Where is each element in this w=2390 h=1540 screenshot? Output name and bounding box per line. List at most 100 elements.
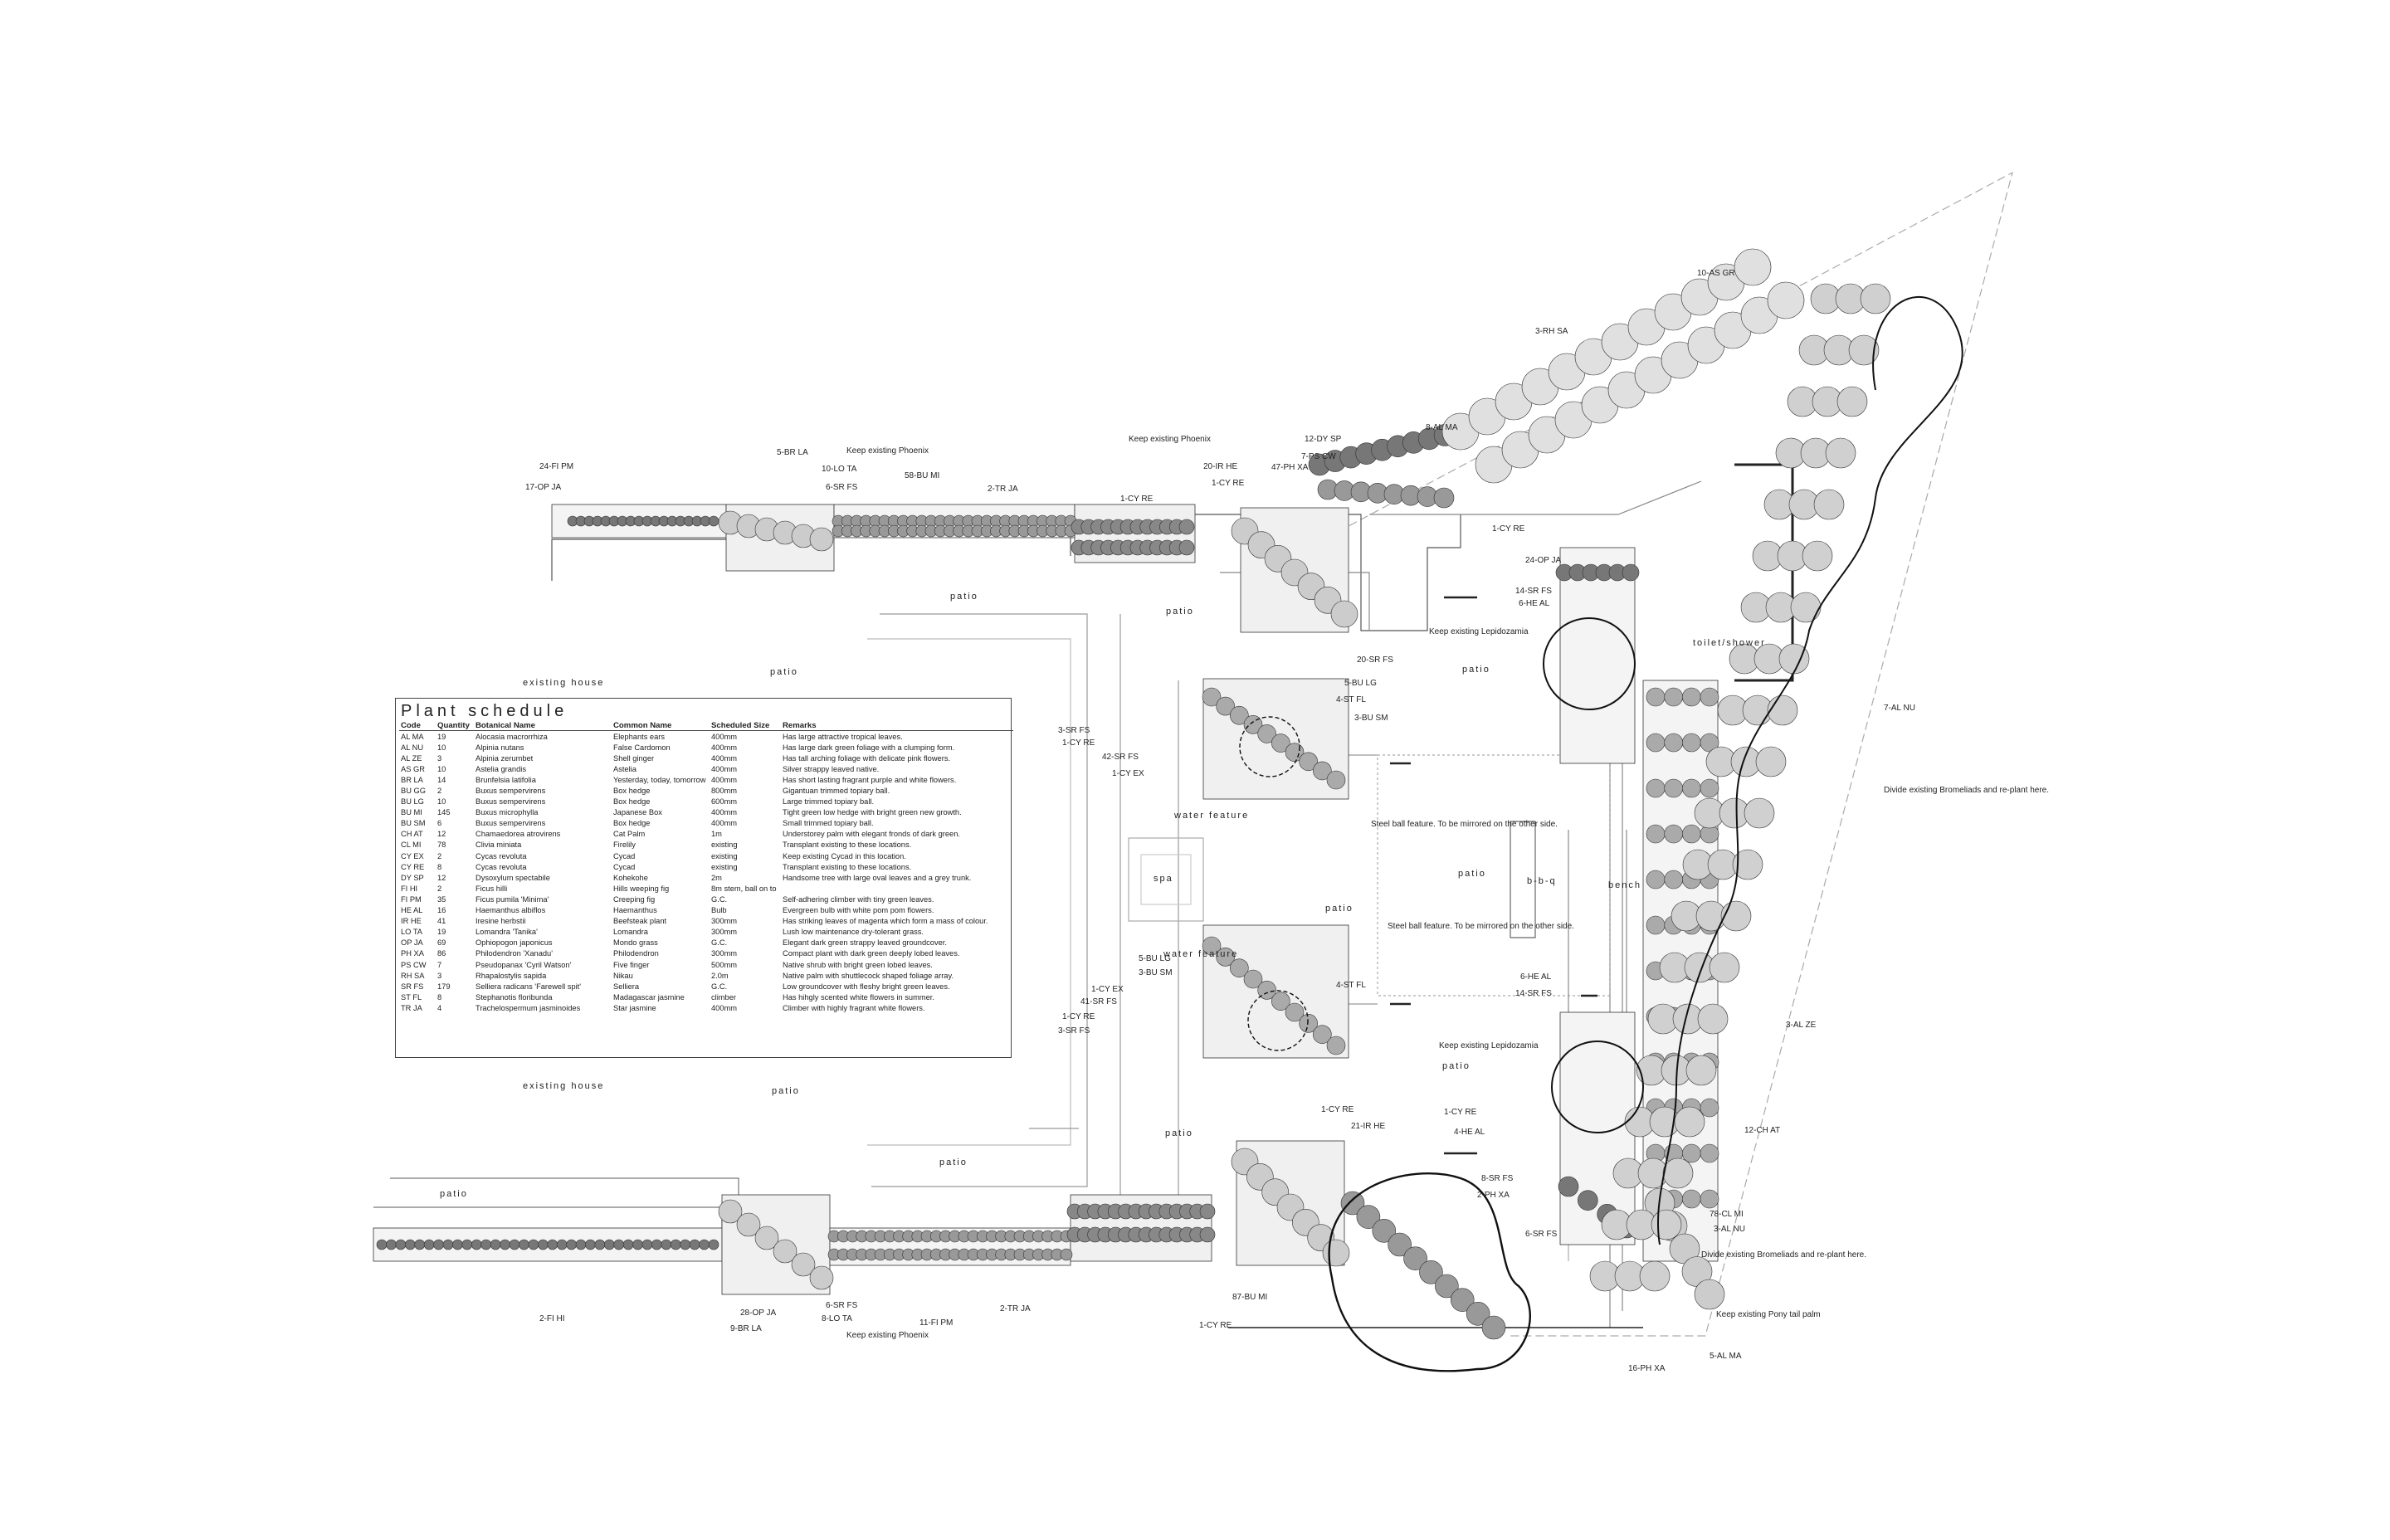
plant-symbol (718, 1199, 743, 1224)
schedule-cell: Firelily (613, 841, 636, 850)
plant-label: 1-CY RE (1120, 495, 1154, 504)
plant-symbol (1285, 1002, 1305, 1022)
plant-label: 8-AL MA (1426, 423, 1458, 432)
plant-label: 3-RH SA (1535, 327, 1568, 336)
schedule-cell: Ficus hilli (476, 884, 508, 893)
schedule-cell: Transplant existing to these locations. (783, 841, 912, 850)
schedule-cell: 179 (437, 982, 451, 991)
plant-symbol (1243, 715, 1263, 734)
schedule-cell: 10 (437, 743, 446, 752)
zone-label: patio (770, 667, 798, 677)
schedule-cell: CL MI (401, 841, 422, 850)
schedule-cell: 35 (437, 894, 446, 904)
zone-label: patio (1442, 1061, 1471, 1071)
plant-symbol (1700, 1143, 1719, 1163)
schedule-cell: 41 (437, 917, 446, 926)
plant-symbol (1682, 1189, 1701, 1209)
plant-symbol (1330, 600, 1358, 628)
zone-label: water feature (1163, 949, 1238, 959)
schedule-cell: Ficus pumila 'Minima' (476, 894, 549, 904)
schedule-cell: PS CW (401, 960, 427, 969)
schedule-cell: 300mm (711, 928, 738, 937)
plant-symbol (1790, 592, 1822, 623)
plant-label: 12-DY SP (1305, 435, 1342, 444)
schedule-cell: 19 (437, 732, 446, 741)
schedule-cell: Cycas revoluta (476, 862, 527, 871)
schedule-cell: G.C. (711, 938, 728, 948)
plant-label: 3-BU SM (1354, 714, 1388, 723)
schedule-cell: 3 (437, 753, 442, 763)
schedule-cell: 2 (437, 884, 442, 893)
plant-label: 41-SR FS (1080, 997, 1117, 1006)
plant-symbol (1682, 733, 1701, 753)
plant-symbol (1700, 1189, 1719, 1209)
plant-symbol (1646, 687, 1666, 707)
plant-symbol (1322, 1239, 1350, 1267)
schedule-column-header: Code (399, 720, 436, 731)
schedule-cell: Five finger (613, 960, 650, 969)
schedule-cell: Bulb (711, 906, 727, 915)
plant-symbol (461, 1239, 473, 1250)
schedule-cell: 10 (437, 797, 446, 807)
schedule-cell: 800mm (711, 787, 738, 796)
plant-symbol (1734, 248, 1772, 286)
plant-label: 58-BU MI (905, 471, 939, 480)
plant-label: Keep existing Lepidozamia (1429, 627, 1529, 636)
plant-label: 8-LO TA (822, 1314, 852, 1323)
plant-symbol (708, 515, 719, 527)
schedule-cell: Native shrub with bright green lobed lea… (783, 960, 933, 969)
schedule-cell: 600mm (711, 797, 738, 807)
plant-symbol (1313, 761, 1332, 781)
schedule-cell: Yesterday, today, tomorrow (613, 775, 706, 784)
schedule-cell: 400mm (711, 753, 738, 763)
schedule-cell (781, 883, 1013, 894)
plant-symbol (575, 1239, 587, 1250)
plant-symbol (1202, 687, 1222, 707)
schedule-cell: Chamaedorea atrovirens (476, 830, 561, 839)
plant-label: 10-LO TA (822, 465, 857, 474)
plant-symbol (1755, 746, 1787, 777)
plant-symbol (1802, 540, 1833, 572)
plant-symbol (736, 1212, 761, 1237)
schedule-cell: Creeping fig (613, 894, 656, 904)
schedule-cell: G.C. (711, 982, 728, 991)
schedule-cell: Alpinia zerumbet (476, 753, 534, 763)
plant-label: 87-BU MI (1232, 1293, 1267, 1302)
plant-symbol (395, 1239, 407, 1250)
plant-label: 3-AL ZE (1786, 1021, 1817, 1030)
schedule-cell: 400mm (711, 775, 738, 784)
schedule-cell: Kohekohe (613, 873, 648, 882)
schedule-cell: Silver strappy leaved native. (783, 764, 880, 773)
plant-symbol (442, 1239, 454, 1250)
plant-label: 11-FI PM (919, 1318, 953, 1328)
plant-label: 6-SR FS (826, 483, 858, 492)
schedule-cell: Has striking leaves of magenta which for… (783, 917, 988, 926)
zone-label: existing house (523, 1081, 604, 1091)
plant-label: 1-CY EX (1091, 985, 1124, 994)
zone-label: patio (1462, 665, 1490, 675)
schedule-cell: CY EX (401, 851, 424, 860)
plant-symbol (490, 1239, 501, 1250)
schedule-cell: False Cardomon (613, 743, 671, 752)
schedule-cell: Selliera (613, 982, 640, 991)
plant-label: 6-HE AL (1519, 599, 1550, 608)
schedule-cell: 69 (437, 938, 446, 948)
plant-symbol (613, 1239, 625, 1250)
plant-symbol (680, 1239, 691, 1250)
schedule-cell: 12 (437, 873, 446, 882)
plant-symbol (1356, 1205, 1381, 1229)
schedule-cell: BU SM (401, 819, 426, 828)
schedule-cell: 14 (437, 775, 446, 784)
schedule-cell: BU GG (401, 787, 426, 796)
plant-label: 42-SR FS (1102, 753, 1139, 762)
plant-symbol (622, 1239, 634, 1250)
plant-symbol (1700, 778, 1719, 798)
plant-symbol (1639, 1260, 1671, 1292)
schedule-cell: Rhapalostylis sapida (476, 971, 547, 980)
plant-label: 20-SR FS (1357, 655, 1393, 665)
schedule-cell: Iresine herbstii (476, 917, 526, 926)
